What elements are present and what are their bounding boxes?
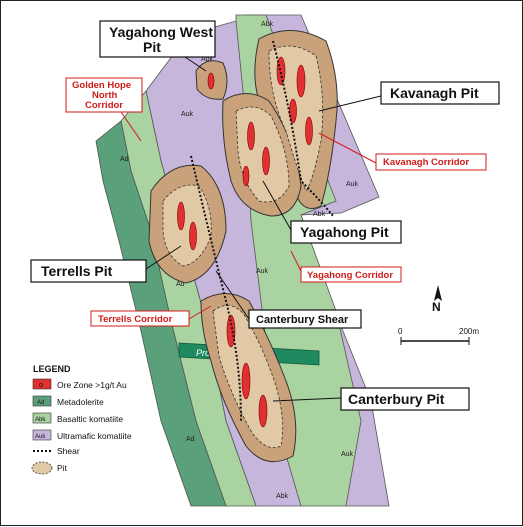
unit-code-abk-2: Abk bbox=[261, 21, 274, 28]
canterbury-shear-label: Canterbury Shear bbox=[256, 314, 349, 326]
legend-label-metadolerite: Metadolerite bbox=[57, 397, 104, 407]
leader-golden-hope bbox=[118, 108, 142, 142]
legend-label-ultramafic: Ultramafic komatiite bbox=[57, 431, 132, 441]
legend-swatch-pit bbox=[31, 461, 53, 475]
yagahong-west-label-2: Pit bbox=[143, 39, 161, 55]
unit-code-auk-2: Auk bbox=[346, 181, 359, 188]
canterbury-pit-label: Canterbury Pit bbox=[348, 391, 445, 407]
callout-box-canterbury bbox=[340, 387, 470, 411]
terrells-pit-label: Terrells Pit bbox=[41, 263, 113, 279]
yagahong-west-label-1: Yagahong West bbox=[109, 24, 213, 40]
leader-terrells bbox=[145, 245, 182, 270]
callout-box-canterbury-shear bbox=[248, 309, 362, 329]
leader-terrells-corridor bbox=[188, 305, 212, 320]
legend-swatch-ultramafic bbox=[32, 429, 52, 441]
leader-yagahong-corridor bbox=[290, 250, 302, 272]
scale-bar: 0 200m bbox=[398, 327, 479, 345]
ore-zone bbox=[305, 116, 313, 146]
north-label: N bbox=[432, 300, 441, 314]
unit-code-auk-4: Auk bbox=[341, 451, 354, 458]
legend: LEGEND o Ore Zone >1g/t Au Ad Metadoleri… bbox=[31, 364, 132, 475]
golden-hope-label-3: Corridor bbox=[85, 100, 123, 111]
legend-symbol-abk: Abk bbox=[35, 417, 46, 423]
callout-box-yagahong bbox=[290, 220, 402, 244]
unit-code-ad-3: Ad bbox=[186, 436, 195, 443]
kavanagh-corridor-label: Kavanagh Corridor bbox=[383, 157, 469, 168]
terrells-corridor-label: Terrells Corridor bbox=[98, 314, 173, 325]
scale-start: 0 bbox=[398, 327, 403, 336]
ore-zone bbox=[247, 121, 255, 151]
scale-end: 200m bbox=[459, 327, 479, 336]
yagahong-corridor-label: Yagahong Corridor bbox=[307, 270, 393, 281]
unit-code-abk-1: Abk bbox=[201, 56, 214, 63]
unit-code-ad-2: Ad bbox=[176, 281, 185, 288]
callout-box-terrells bbox=[30, 259, 147, 283]
ore-zone bbox=[276, 56, 286, 86]
legend-swatch-ore bbox=[32, 378, 52, 390]
legend-symbol-ad: Ad bbox=[37, 400, 44, 406]
legend-symbol-ore: o bbox=[39, 382, 43, 389]
legend-symbol-auk: Auk bbox=[35, 434, 46, 440]
yagahong-pit-label: Yagahong Pit bbox=[300, 224, 389, 240]
ore-zone bbox=[226, 314, 236, 348]
ore-zone bbox=[258, 394, 268, 428]
legend-label-ore: Ore Zone >1g/t Au bbox=[57, 380, 127, 390]
callout-box-kavanagh-corridor bbox=[375, 153, 487, 171]
leader-canterbury-shear bbox=[215, 270, 250, 320]
north-arrow-icon: N bbox=[432, 285, 442, 314]
kavanagh-pit-label: Kavanagh Pit bbox=[390, 85, 479, 101]
ore-zones bbox=[177, 56, 313, 428]
callout-box-golden-hope bbox=[65, 77, 143, 113]
legend-label-shear: Shear bbox=[57, 446, 80, 456]
unit-code-abk-4: Abk bbox=[276, 493, 289, 500]
ore-zone bbox=[189, 221, 197, 251]
canterbury-shear-line bbox=[190, 155, 242, 422]
ore-zone bbox=[241, 362, 251, 400]
unit-code-abk-3: Abk bbox=[313, 211, 326, 218]
legend-swatch-metadolerite bbox=[32, 395, 52, 407]
leader-kavanagh-corridor bbox=[318, 132, 377, 164]
ore-zone bbox=[177, 201, 185, 231]
callout-box-yagahong-west bbox=[99, 20, 216, 58]
golden-hope-label-2: North bbox=[92, 90, 118, 101]
leader-canterbury bbox=[272, 397, 342, 402]
legend-label-pit: Pit bbox=[57, 463, 68, 473]
ore-zone bbox=[289, 98, 297, 124]
callout-box-yagahong-corridor bbox=[300, 266, 402, 283]
ore-zone bbox=[262, 146, 270, 176]
leader-yagahong bbox=[262, 180, 292, 231]
legend-title: LEGEND bbox=[33, 364, 71, 374]
leader-kavanagh bbox=[318, 95, 382, 112]
ore-zone bbox=[296, 64, 306, 98]
callout-box-kavanagh bbox=[380, 81, 500, 105]
ore-zone bbox=[242, 165, 250, 187]
unit-code-ad-1: Ad bbox=[120, 156, 129, 163]
pit-terrells-inner bbox=[162, 184, 212, 267]
golden-hope-label-1: Golden Hope bbox=[72, 80, 131, 91]
legend-label-basaltic: Basaltic komatiite bbox=[57, 414, 123, 424]
ore-zone bbox=[207, 72, 215, 90]
unit-code-auk-3: Auk bbox=[256, 268, 269, 275]
legend-swatch-basaltic bbox=[32, 412, 52, 424]
callout-box-terrells-corridor bbox=[90, 310, 190, 327]
unit-code-auk-1: Auk bbox=[181, 111, 194, 118]
